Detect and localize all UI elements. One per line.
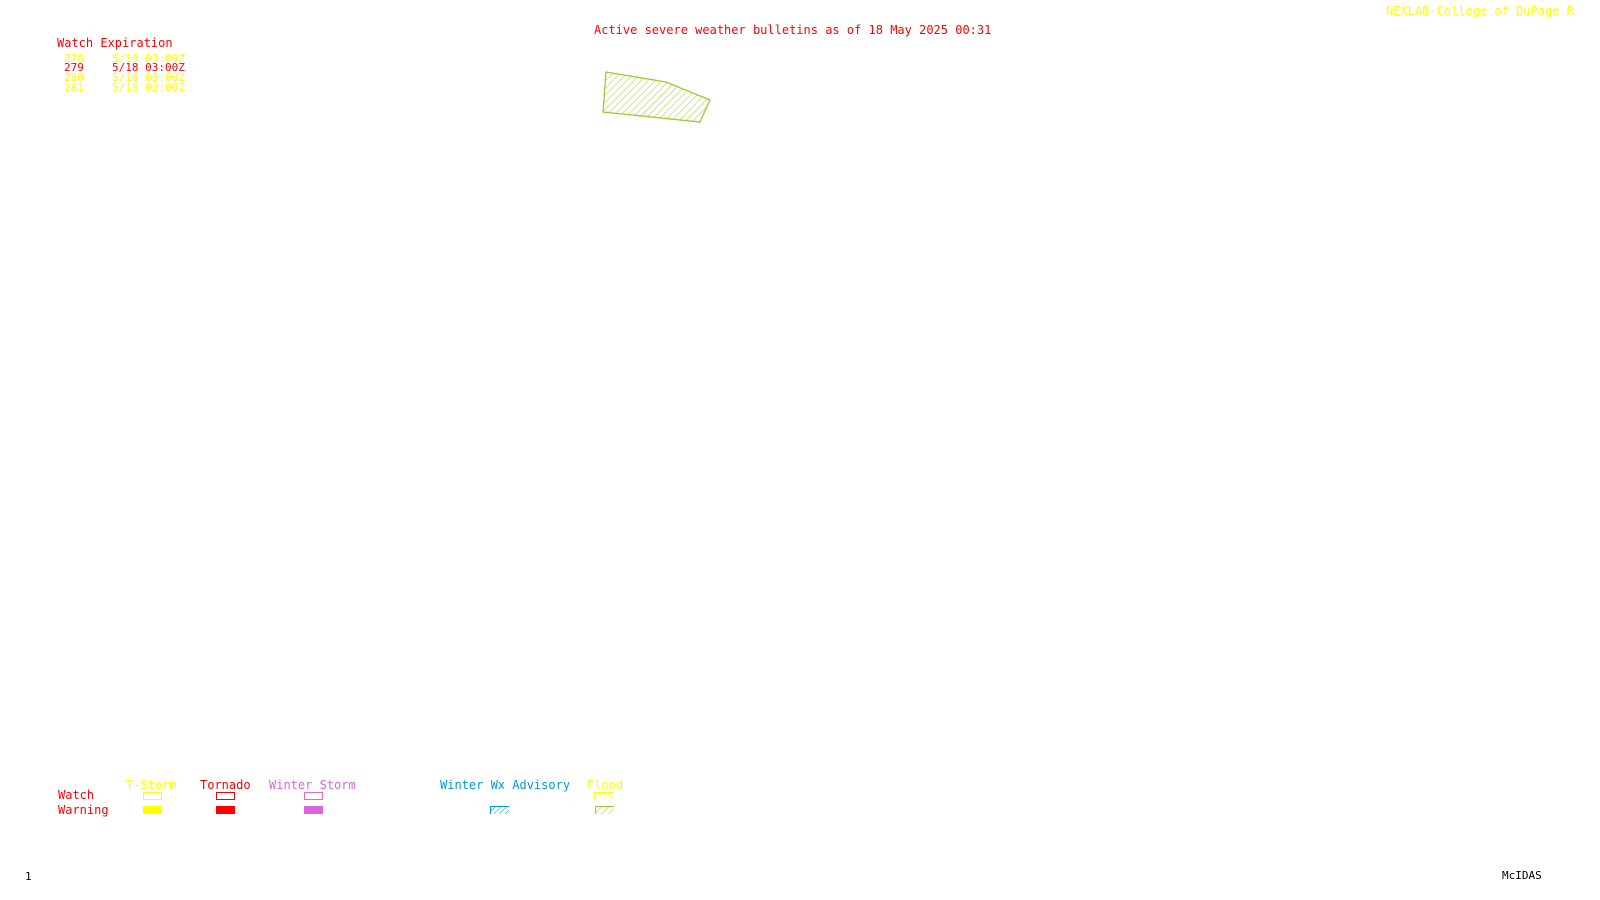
watch-expiry: 5/18 03:00Z [112, 61, 185, 74]
watch-row-279: 279 5/18 03:00Z [64, 61, 194, 74]
software-label: McIDAS [1502, 869, 1542, 882]
legend-warning-label: Warning [58, 803, 109, 817]
legend-winter-wx-advisory-label: Winter Wx Advisory [440, 778, 571, 792]
watch-number: 279 [64, 61, 84, 74]
watch-expiry: 5/18 03:00Z [112, 71, 185, 84]
watch-row-280: 280 5/18 03:00Z [64, 71, 194, 84]
legend-tstorm-warning-swatch [143, 806, 162, 814]
legend-winter-storm-warning-swatch [304, 806, 323, 814]
watch-expiry: 5/18 03:00Z [112, 81, 185, 94]
legend-flood-watch-swatch [594, 792, 613, 800]
legend-tornado-label: Tornado [200, 778, 251, 792]
legend-flood-label: Flood [587, 778, 624, 792]
legend-winter-storm-label: Winter Storm [269, 778, 356, 792]
legend-tornado-watch-swatch [216, 792, 235, 800]
legend-tstorm-watch-swatch [143, 792, 162, 800]
watch-row-281: 281 5/18 03:00Z [64, 81, 194, 94]
bulletin-title: Active severe weather bulletins as of 18… [594, 23, 992, 37]
legend-tornado-warning-swatch [216, 806, 235, 814]
frame-number: 1 [25, 870, 32, 883]
credit-label: NEXLAB-College of DuPage R [1386, 4, 1574, 18]
watch-number: 278 [64, 52, 84, 65]
watch-row-278: 278 5/18 03:00Z [64, 52, 194, 65]
watch-number: 280 [64, 71, 84, 84]
watch-expiration-heading: Watch Expiration [57, 36, 173, 50]
legend-watch-label: Watch [58, 788, 95, 802]
legend-flood-warning-swatch [595, 806, 614, 814]
watch-expiry: 5/18 03:00Z [112, 52, 185, 65]
flood-warning-polygon [602, 71, 711, 123]
legend-winter-storm-watch-swatch [304, 792, 323, 800]
legend-tstorm-label: T-Storm [126, 778, 177, 792]
watch-number: 281 [64, 81, 84, 94]
legend-winter-wx-advisory-swatch [490, 806, 509, 814]
